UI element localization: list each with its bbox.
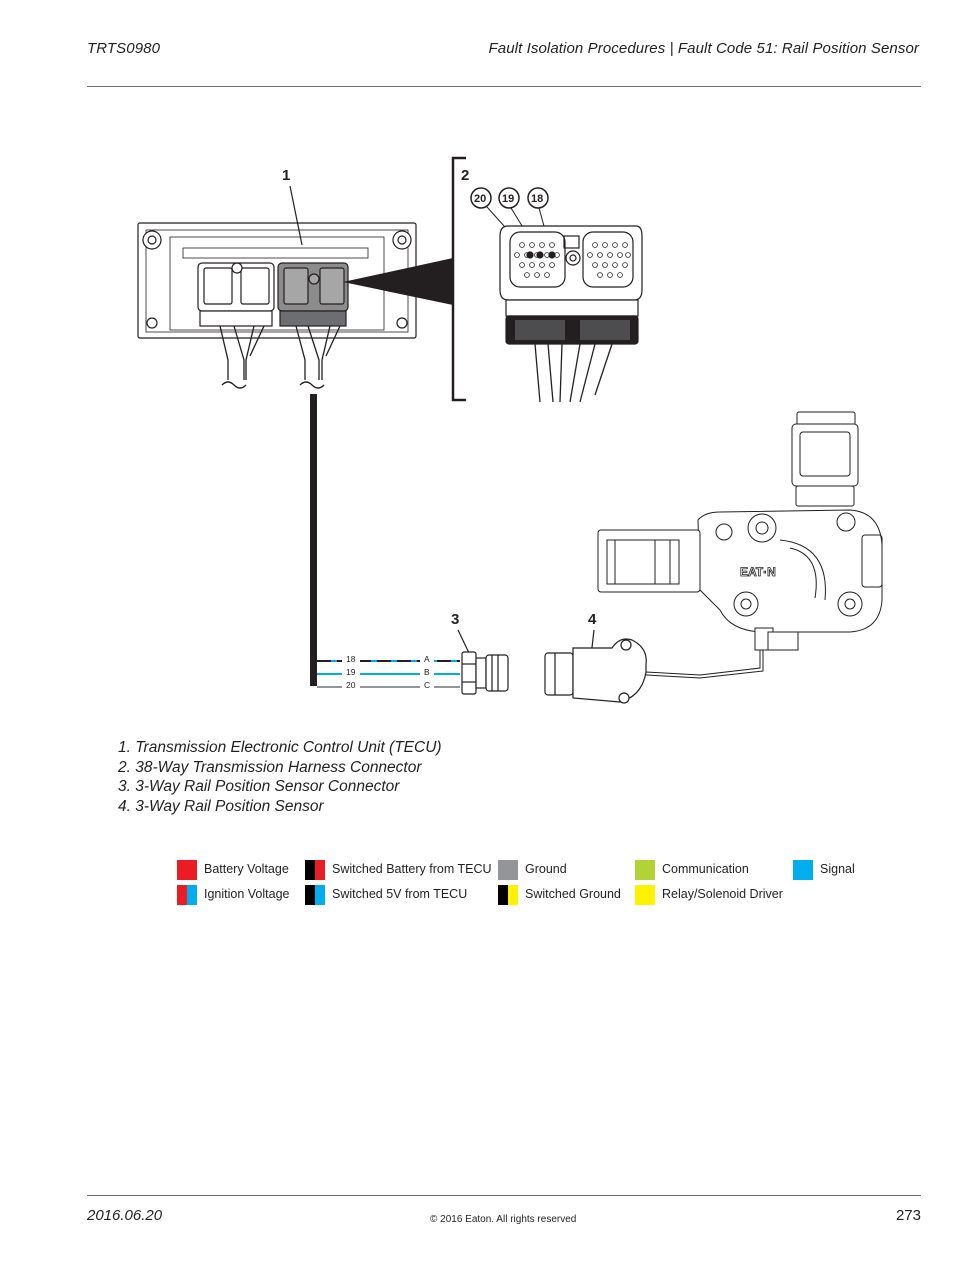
callout-3: 3: [451, 611, 459, 628]
swatch: [498, 885, 518, 905]
pin-letter-b: B: [424, 667, 430, 677]
swatch: [635, 885, 655, 905]
tecu-illustration: [137, 222, 417, 339]
revision-date: 2016.06.20: [87, 1207, 163, 1224]
rail-position-sensor-connector: [461, 651, 509, 695]
swatch: [305, 885, 325, 905]
swatch: [177, 885, 197, 905]
pin-letter-c: C: [424, 680, 430, 690]
wire-number-18: 18: [346, 654, 356, 664]
pin-letter-a: A: [424, 654, 430, 664]
wire-number-20: 20: [346, 680, 356, 690]
component-legend: 1. Transmission Electronic Control Unit …: [118, 738, 442, 816]
header-rule: [87, 86, 921, 87]
copyright: © 2016 Eaton. All rights reserved: [430, 1214, 577, 1225]
swatch: [635, 860, 655, 880]
rail-actuator-illustration: [597, 411, 883, 651]
eaton-logo: EAT·N: [740, 565, 776, 579]
legend-item: 3. 3-Way Rail Position Sensor Connector: [118, 778, 400, 795]
swatch: [498, 860, 518, 880]
callout-2: 2: [461, 167, 469, 184]
detail-bracket: [451, 156, 466, 402]
legend-item: 4. 3-Way Rail Position Sensor: [118, 797, 324, 815]
footer-rule: [87, 1195, 921, 1196]
swatch: [177, 860, 197, 880]
harness-wire-bundle: [310, 394, 317, 686]
section-title: Fault Isolation Procedures | Fault Code …: [488, 40, 919, 57]
swatch: [305, 860, 325, 880]
pin-callouts: 20 19 18: [470, 187, 553, 256]
pin-callout-19: 19: [502, 193, 514, 205]
wire-number-19: 19: [346, 667, 356, 677]
connector-cables: [534, 343, 613, 403]
legend-item: 1. Transmission Electronic Control Unit …: [118, 739, 442, 756]
legend-item: 2. 38-Way Transmission Harness Connector: [118, 758, 422, 776]
callout-4: 4: [588, 611, 597, 628]
magnify-pointer: [343, 258, 453, 305]
swatch: [793, 860, 813, 880]
document-id: TRTS0980: [87, 40, 161, 57]
page-number: 273: [895, 1207, 921, 1224]
harness-connector-38-way: [499, 225, 643, 345]
pin-callout-20: 20: [474, 193, 486, 205]
circuit-wires: [317, 660, 460, 688]
callout-1: 1: [282, 167, 290, 184]
pin-callout-18: 18: [531, 193, 543, 205]
rail-position-sensor: [544, 638, 764, 704]
tecu-cables: [219, 325, 341, 389]
wire-labels: 18 19 20 A B C: [342, 654, 434, 691]
